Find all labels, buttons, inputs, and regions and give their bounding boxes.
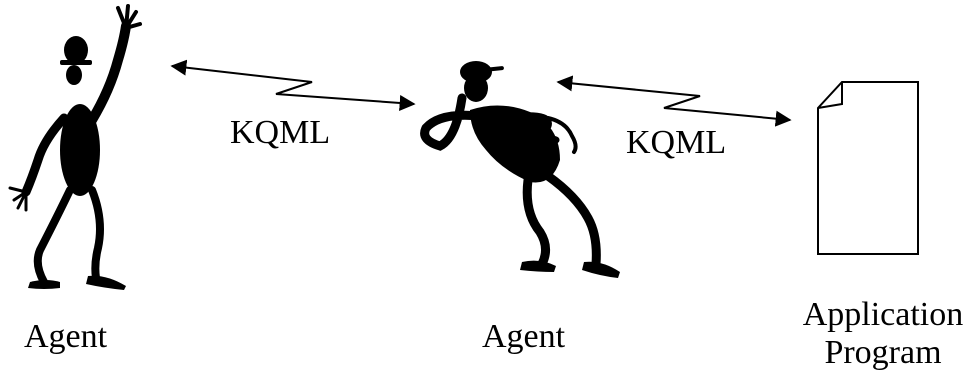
program-label-line2: Program [824, 334, 942, 371]
document-icon [817, 81, 919, 255]
kqml-label-right: KQML [626, 124, 727, 161]
program-label: Application Program [796, 296, 970, 372]
agent-figure-left [8, 4, 142, 290]
program-label-line1: Application [802, 296, 964, 333]
agent-label-left: Agent [24, 318, 108, 355]
kqml-link-left [170, 59, 416, 111]
agent-label-middle: Agent [482, 318, 566, 355]
kqml-link-right [556, 75, 792, 127]
agent-figure-middle [420, 61, 620, 278]
kqml-label-left: KQML [230, 114, 331, 151]
